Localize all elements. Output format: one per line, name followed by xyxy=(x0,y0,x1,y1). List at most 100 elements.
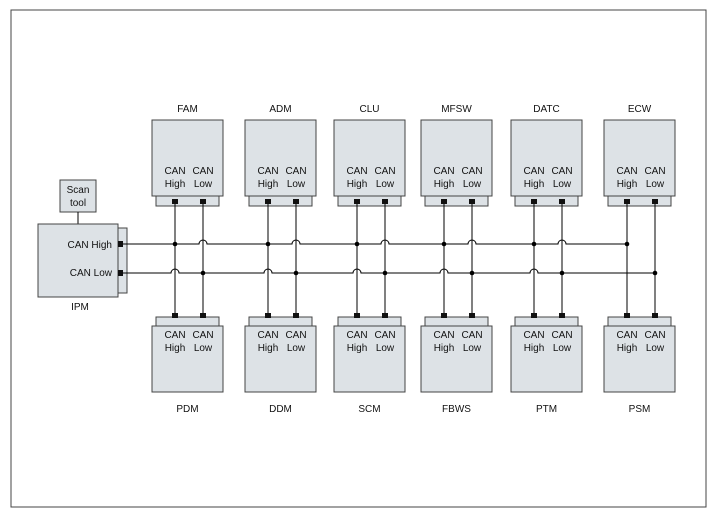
bus-layer xyxy=(123,204,658,313)
module-box xyxy=(151,119,224,197)
can-low-junction xyxy=(382,270,388,276)
can-low-junction xyxy=(469,270,475,276)
can-high-pin-label: High xyxy=(524,179,545,190)
can-low-pin-label: Low xyxy=(463,343,482,354)
module-name: CLU xyxy=(359,104,379,115)
module-name: ADM xyxy=(269,104,291,115)
can-low-pin-label: Low xyxy=(194,179,213,190)
can-high-pin-label: High xyxy=(258,343,279,354)
module-name: FBWS xyxy=(442,404,471,415)
can-high-pin-label: High xyxy=(434,343,455,354)
can-high-pin-label-can: CAN xyxy=(164,330,185,341)
module-connector-strip xyxy=(248,195,313,207)
can-high-bus xyxy=(123,239,627,245)
module-box xyxy=(603,119,676,197)
module-box xyxy=(333,325,406,393)
module-name: DDM xyxy=(269,404,292,415)
can-low-pin xyxy=(559,313,565,318)
can-low-pin xyxy=(382,199,388,204)
can-low-pin xyxy=(200,313,206,318)
can-high-pin xyxy=(172,199,178,204)
ipm-can-high-label: CAN High xyxy=(68,240,112,251)
module-connector-strip xyxy=(155,195,220,207)
can-high-pin-label: High xyxy=(258,179,279,190)
can-high-pin-label-can: CAN xyxy=(346,166,367,177)
can-low-junction xyxy=(652,270,658,276)
can-high-pin-label: High xyxy=(165,179,186,190)
can-low-pin xyxy=(200,199,206,204)
module-layer: CANHighCANLowFAMCANHighCANLowADMCANHighC… xyxy=(151,104,676,415)
can-high-junction xyxy=(624,241,630,247)
module-connector-strip xyxy=(337,195,402,207)
can-low-pin-label: Low xyxy=(287,179,306,190)
module-box xyxy=(333,119,406,197)
can-low-pin-label-can: CAN xyxy=(192,330,213,341)
can-low-pin-label: Low xyxy=(376,179,395,190)
module-name: DATC xyxy=(533,104,559,115)
can-high-pin-label-can: CAN xyxy=(433,166,454,177)
can-low-junction xyxy=(293,270,299,276)
can-low-pin-label: Low xyxy=(646,179,665,190)
can-high-pin-label-can: CAN xyxy=(257,166,278,177)
module-name: PDM xyxy=(176,404,198,415)
module-box xyxy=(151,325,224,393)
ipm-box xyxy=(37,223,119,298)
module-box xyxy=(420,325,493,393)
ipm-can-high-pin xyxy=(118,241,123,247)
can-low-pin xyxy=(293,313,299,318)
can-low-pin-label: Low xyxy=(553,343,572,354)
ipm-connector-housing xyxy=(117,227,128,294)
can-low-pin-label-can: CAN xyxy=(374,330,395,341)
module-connector-strip xyxy=(514,195,579,207)
module-name: FAM xyxy=(177,104,198,115)
can-high-pin xyxy=(624,199,630,204)
can-high-junction xyxy=(531,241,537,247)
can-low-pin-label-can: CAN xyxy=(644,166,665,177)
can-low-pin-label: Low xyxy=(646,343,665,354)
module-connector-strip xyxy=(607,195,672,207)
can-low-junction xyxy=(559,270,565,276)
can-high-pin xyxy=(354,199,360,204)
can-high-pin xyxy=(531,313,537,318)
scan-tool-label-line1: Scan xyxy=(67,185,90,196)
can-low-pin xyxy=(652,313,658,318)
can-high-pin-label-can: CAN xyxy=(523,166,544,177)
can-high-pin xyxy=(531,199,537,204)
scan-tool-label-line2: tool xyxy=(70,198,86,209)
can-high-pin-label: High xyxy=(434,179,455,190)
can-high-pin xyxy=(441,313,447,318)
ipm-module: CAN High CAN Low IPM xyxy=(37,223,128,313)
can-high-junction xyxy=(265,241,271,247)
can-high-pin xyxy=(441,199,447,204)
can-low-pin xyxy=(469,199,475,204)
can-low-pin xyxy=(382,313,388,318)
can-low-pin-label-can: CAN xyxy=(644,330,665,341)
can-low-pin-label: Low xyxy=(376,343,395,354)
module-box xyxy=(603,325,676,393)
can-high-pin-label-can: CAN xyxy=(616,166,637,177)
can-high-pin-label-can: CAN xyxy=(164,166,185,177)
module-box xyxy=(510,325,583,393)
can-high-pin xyxy=(265,199,271,204)
can-low-pin xyxy=(469,313,475,318)
can-high-pin-label-can: CAN xyxy=(616,330,637,341)
can-high-pin-label: High xyxy=(165,343,186,354)
can-low-pin-label-can: CAN xyxy=(461,330,482,341)
module-box xyxy=(244,325,317,393)
can-high-pin-label: High xyxy=(524,343,545,354)
can-high-pin xyxy=(265,313,271,318)
can-low-pin-label: Low xyxy=(463,179,482,190)
can-high-pin-label-can: CAN xyxy=(257,330,278,341)
ipm-can-low-label: CAN Low xyxy=(70,268,113,279)
can-high-pin-label-can: CAN xyxy=(346,330,367,341)
